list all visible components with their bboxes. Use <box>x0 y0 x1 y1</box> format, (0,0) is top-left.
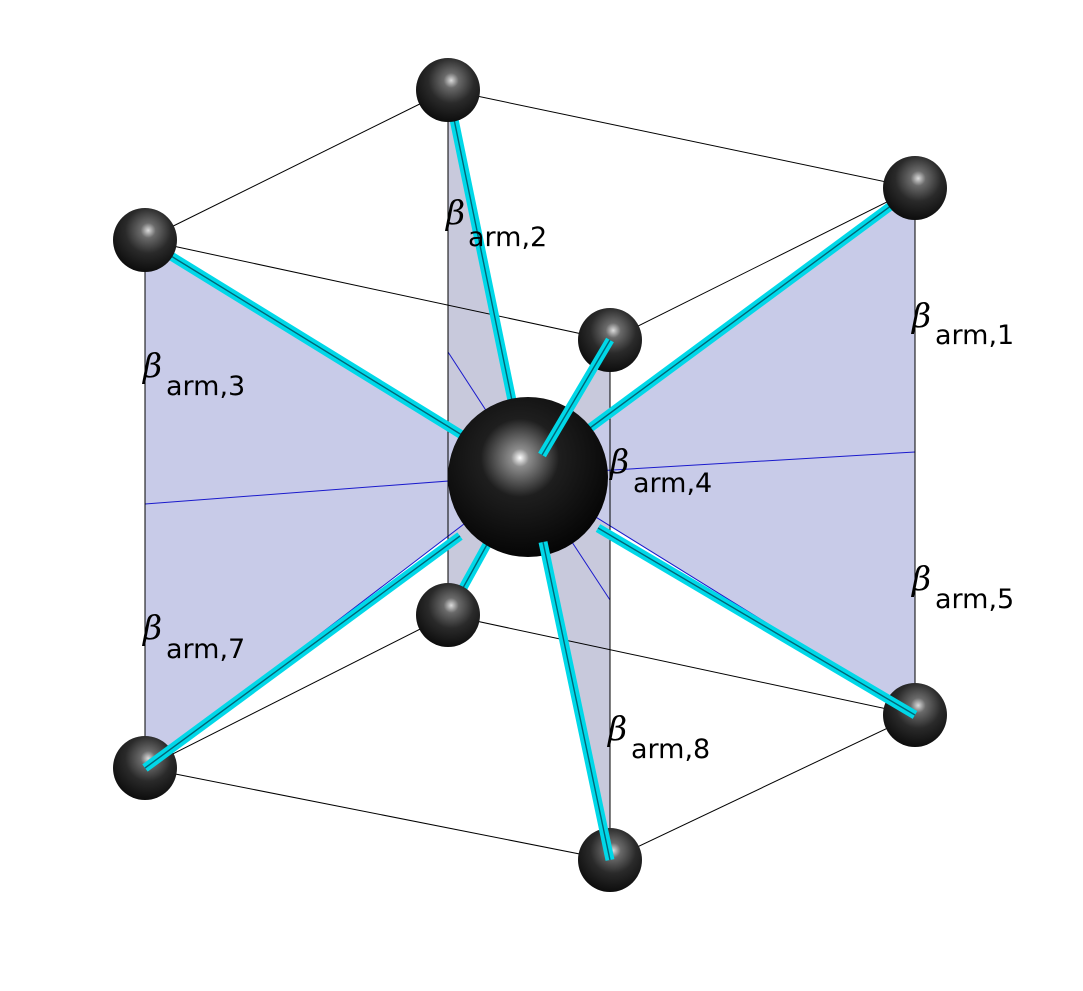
arm-8 <box>538 541 615 861</box>
beta-symbol: β <box>606 709 627 748</box>
cube-edge <box>609 187 916 341</box>
label-beta-arm-4: β arm,4 <box>608 442 712 499</box>
beta-symbol: β <box>141 608 162 647</box>
arm-labels: β arm,1 β arm,2 β arm,3 β arm,4 β arm,5 … <box>141 193 1014 765</box>
label-subscript: arm,5 <box>935 584 1014 615</box>
label-subscript: arm,7 <box>166 634 245 665</box>
cube-edge <box>609 714 916 861</box>
label-beta-arm-7: β arm,7 <box>141 608 245 665</box>
label-subscript: arm,4 <box>633 468 712 499</box>
label-beta-arm-1: β arm,1 <box>910 296 1014 351</box>
beta-symbol: β <box>444 193 465 232</box>
beta-symbol: β <box>608 442 629 481</box>
label-beta-arm-5: β arm,5 <box>910 559 1014 615</box>
cube-edge <box>144 89 449 241</box>
label-subscript: arm,8 <box>631 734 710 765</box>
arm-4 <box>538 337 614 458</box>
cube-edge <box>144 239 611 341</box>
label-subscript: arm,1 <box>935 320 1014 351</box>
beta-symbol: β <box>910 296 931 335</box>
arm-7 <box>142 532 463 772</box>
cube-edge <box>447 89 916 189</box>
cube-edges <box>144 89 916 861</box>
corner-atom <box>883 156 947 220</box>
arm-3 <box>142 236 473 444</box>
center-atom <box>448 397 608 557</box>
label-beta-arm-2: β arm,2 <box>444 193 547 253</box>
label-subscript: arm,2 <box>468 222 547 253</box>
label-beta-arm-8: β arm,8 <box>606 709 710 765</box>
arm-5 <box>595 524 918 719</box>
arms-front <box>142 337 918 861</box>
arm-1 <box>587 184 918 432</box>
cube-edge <box>447 614 916 716</box>
cube-edge <box>144 767 611 861</box>
beta-symbol: β <box>910 559 931 598</box>
corner-atom <box>416 58 480 122</box>
cube-edge <box>144 614 449 769</box>
corner-atom <box>113 208 177 272</box>
arm-2 <box>443 89 521 421</box>
beta-symbol: β <box>141 346 162 385</box>
label-subscript: arm,3 <box>166 371 245 402</box>
label-beta-arm-3: β arm,3 <box>141 346 245 402</box>
corner-atom <box>416 583 480 647</box>
